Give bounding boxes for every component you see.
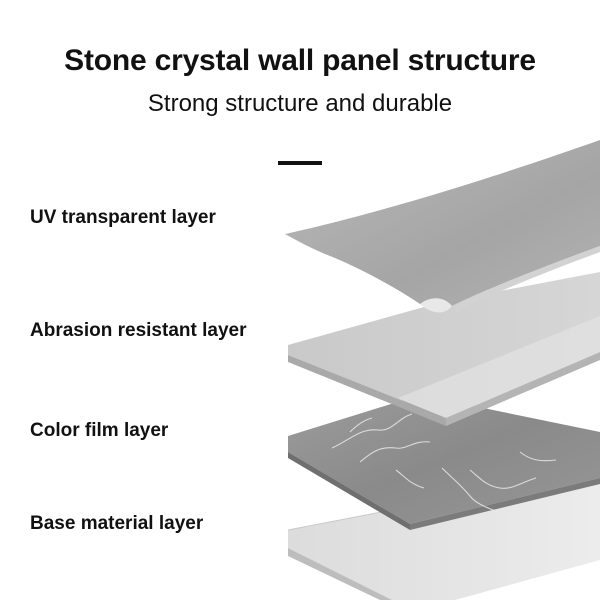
uv-transparent-panel <box>285 140 600 313</box>
marble-veins <box>331 413 557 513</box>
label-color-film-layer: Color film layer <box>30 420 169 441</box>
label-abrasion-resistant-layer: Abrasion resistant layer <box>30 320 247 341</box>
label-uv-transparent-layer: UV transparent layer <box>30 207 216 228</box>
title-divider <box>278 161 322 165</box>
label-base-material-layer: Base material layer <box>30 513 204 534</box>
color-film-panel <box>288 395 600 530</box>
diagram-title: Stone crystal wall panel structure <box>64 44 536 77</box>
abrasion-resistant-panel <box>288 272 600 426</box>
diagram-subtitle: Strong structure and durable <box>147 90 453 117</box>
